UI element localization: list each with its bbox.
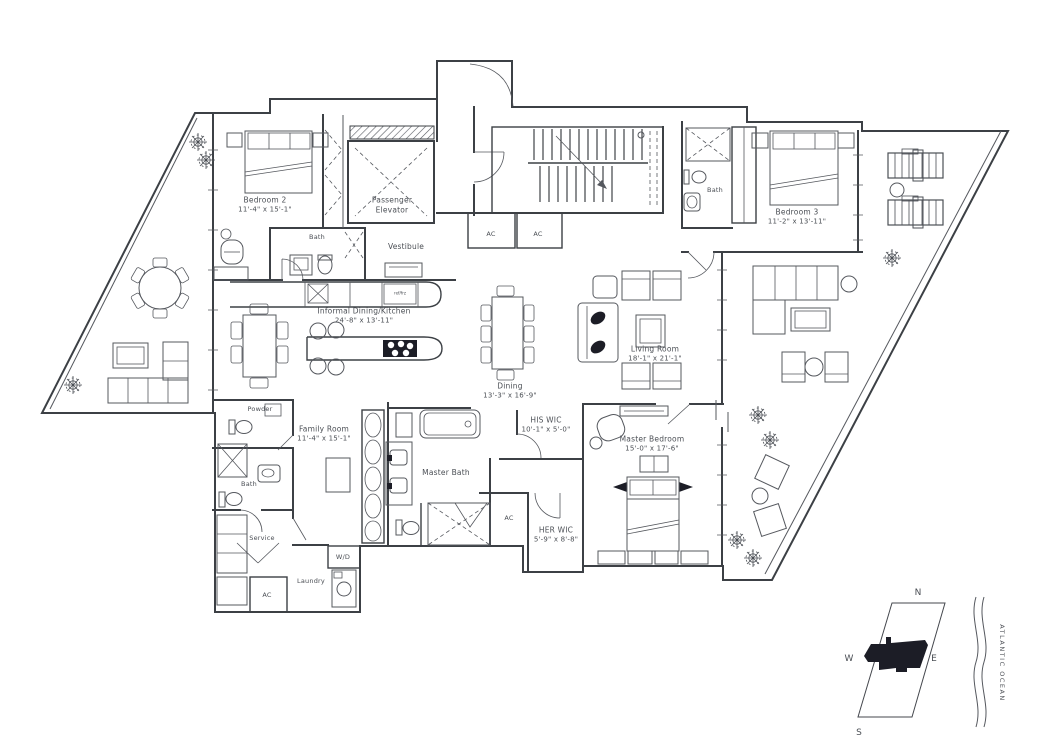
compass-west: W	[845, 654, 854, 664]
room-label-bath3: Bath	[707, 186, 723, 194]
kitchen-fixtures	[230, 262, 443, 376]
room-label-master-bath: Master Bath	[422, 468, 470, 478]
ocean-waves	[973, 596, 987, 728]
informal-dining-table	[230, 303, 289, 389]
room-name: Bath	[241, 479, 257, 488]
room-label-ac3: AC	[504, 514, 513, 522]
appliance-label-ref-frz: ref/frz	[394, 290, 406, 295]
room-label-ac1: AC	[486, 230, 495, 238]
living-room-furniture	[577, 270, 682, 390]
room-dims: 11'-4" x 15'-1"	[297, 434, 351, 443]
room-name: HER WIC	[538, 525, 574, 535]
room-label-master-bedroom: Master Bedroom 15'-0" x 17'-6"	[620, 435, 685, 454]
room-dims: 13'-3" x 16'-9"	[483, 391, 537, 400]
room-name: AC	[533, 229, 543, 238]
compass-south: S	[856, 728, 862, 738]
room-name: Living Room	[630, 344, 680, 354]
room-dims: 15'-0" x 17'-6"	[625, 444, 679, 453]
room-name: Passenger	[371, 195, 413, 205]
room-label-bedroom3: Bedroom 3 11'-2" x 13'-11"	[768, 208, 826, 227]
bedroom2-furniture	[213, 129, 343, 281]
room-name: Powder	[247, 404, 273, 413]
room-dims: 11'-2" x 13'-11"	[767, 217, 827, 226]
room-label-family: Family Room 11'-4" x 15'-1"	[297, 425, 351, 444]
passenger-elevator	[347, 125, 435, 224]
room-dims: 18'-1" x 21'-1"	[628, 354, 682, 363]
room-label-kitchen: Informal Dining/Kitchen 24'-8" x 13'-11"	[317, 307, 410, 326]
family-room-furniture	[325, 409, 385, 544]
room-label-service: Service	[249, 534, 274, 542]
room-label-ac2: AC	[533, 230, 542, 238]
stairs	[491, 126, 664, 214]
room-label-his-wic: HIS WIC 10'-1" x 5'-0"	[521, 416, 570, 435]
doors	[236, 63, 729, 564]
bedroom3-furniture	[683, 127, 855, 212]
room-label-powder: Powder	[248, 405, 273, 413]
left-terrace-furniture	[107, 257, 190, 404]
room-name: Bath	[309, 232, 325, 241]
room-name: W/D	[335, 552, 351, 561]
bath2-fixtures	[289, 231, 364, 276]
room-label-bath-service: Bath	[241, 480, 257, 488]
plants	[63, 132, 902, 568]
right-terrace-furniture	[751, 148, 944, 538]
room-dims: 11'-4" x 15'-1"	[238, 205, 292, 214]
room-name: Laundry	[297, 576, 325, 585]
exterior-walls	[40, 60, 1010, 613]
master-suite-fixtures	[385, 405, 709, 565]
room-name: Vestibule	[387, 242, 425, 252]
room-dims: 5'-9" x 8'-8"	[533, 535, 579, 544]
ocean-label: ATLANTIC OCEAN	[998, 624, 1006, 702]
room-name: Bedroom 2	[243, 195, 287, 205]
room-dims: 24'-8" x 13'-11"	[334, 316, 394, 325]
room-name: Master Bath	[422, 468, 470, 478]
room-name: Bedroom 3	[775, 207, 819, 217]
room-label-bath2: Bath	[309, 233, 325, 241]
room-label-wd: W/D	[336, 553, 350, 561]
appliance-name: ref/frz	[394, 290, 406, 296]
room-name: AC	[504, 513, 514, 522]
room-name: Dining	[497, 381, 523, 391]
room-label-elevator: Passenger Elevator	[372, 195, 412, 215]
room-label-laundry: Laundry	[297, 577, 325, 585]
room-name: Service	[249, 533, 275, 542]
room-dims: 10'-1" x 5'-0"	[521, 425, 571, 434]
room-name: HIS WIC	[530, 415, 562, 425]
compass-east: E	[931, 654, 937, 664]
dining-table	[480, 285, 535, 381]
room-name: AC	[486, 229, 496, 238]
room-label-living: Living Room 18'-1" x 21'-1"	[628, 345, 682, 364]
room-label-her-wic: HER WIC 5'-9" x 8'-8"	[534, 526, 578, 545]
room-name: Elevator	[375, 205, 409, 214]
room-label-dining: Dining 13'-3" x 16'-9"	[483, 382, 537, 401]
room-name: Informal Dining/Kitchen	[317, 306, 411, 316]
windows	[208, 149, 863, 536]
terrace-railings	[49, 117, 1002, 575]
room-name: Family Room	[298, 424, 350, 434]
compass-keyplan: N W E S	[845, 588, 946, 738]
room-name: AC	[262, 590, 272, 599]
room-label-ac4: AC	[262, 591, 271, 599]
room-name: Master Bedroom	[619, 434, 685, 444]
service-area-fixtures	[216, 403, 357, 608]
room-name: Bath	[707, 185, 723, 194]
room-label-vestibule: Vestibule	[388, 242, 424, 252]
compass-north: N	[915, 588, 922, 598]
room-label-bedroom2: Bedroom 2 11'-4" x 15'-1"	[238, 196, 292, 215]
ocean-name: ATLANTIC OCEAN	[998, 624, 1007, 702]
